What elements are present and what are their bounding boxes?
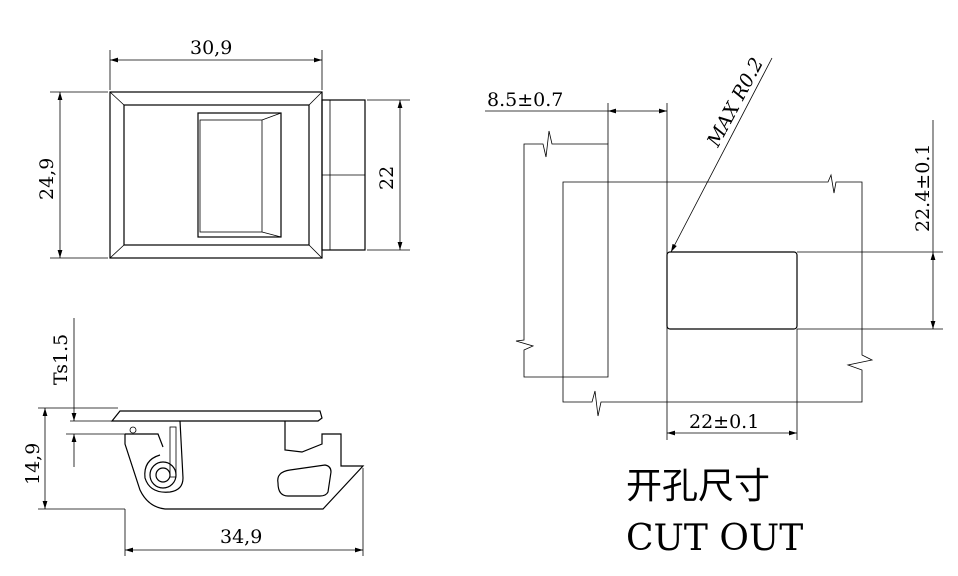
- outer-frame: [109, 91, 323, 259]
- panel-section: [515, 130, 609, 378]
- thickness-dimension: Ts1.5: [50, 334, 72, 385]
- cutout-title-cn: 开孔尺寸: [626, 466, 770, 507]
- cutout-view: 8.5±0.7 MAX R0.2 22.4±0.1 22±0.1 开孔尺寸 CU…: [485, 54, 943, 559]
- front-view: 30,9 24,9 22: [36, 37, 410, 259]
- width-dimension: 22±0.1: [689, 411, 759, 433]
- offset-dimension: 8.5±0.7: [487, 89, 563, 111]
- side-view: Ts1.5 14,9 34,9: [22, 318, 365, 556]
- height-dimension: 24,9: [36, 158, 58, 200]
- side-dimension: 22: [376, 166, 398, 190]
- top-plate: [110, 410, 323, 422]
- radius-callout: MAX R0.2: [703, 54, 769, 151]
- button-slot: [197, 112, 282, 238]
- height-dimension: 14,9: [22, 443, 44, 485]
- cutout-title-en: CUT OUT: [626, 518, 803, 559]
- length-dimension: 34,9: [220, 526, 262, 548]
- panel-body: [562, 173, 874, 417]
- width-dimension: 30,9: [190, 37, 232, 59]
- cutout-hole: [666, 251, 798, 330]
- latch-body: [124, 421, 365, 510]
- height-dimension: 22.4±0.1: [912, 144, 934, 232]
